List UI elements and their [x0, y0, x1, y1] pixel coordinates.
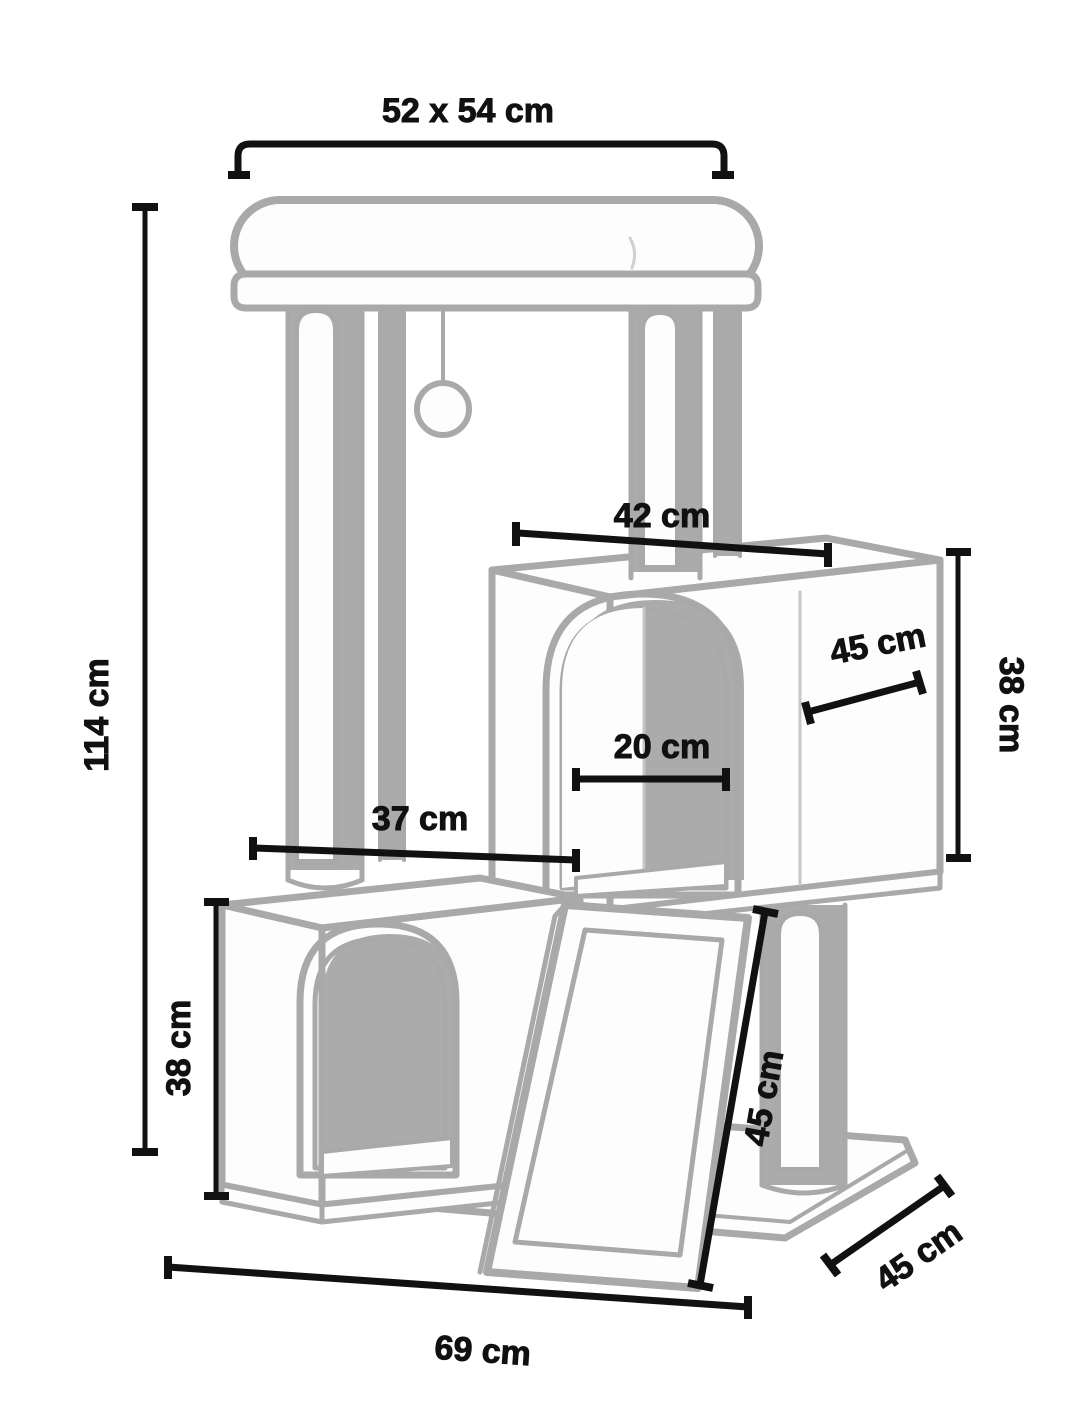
- dim-upper-condo-width: 42 cm: [512, 497, 832, 567]
- dim-top-platform: 52 x 54 cm: [228, 92, 734, 179]
- dim-lower-condo-height: 38 cm: [160, 898, 229, 1200]
- dim-label-upper-condo-height: 38 cm: [992, 657, 1030, 753]
- dim-label-upper-condo-opening: 20 cm: [614, 728, 710, 766]
- dim-label-base-width: 69 cm: [433, 1329, 532, 1374]
- upper-condo-box: [488, 534, 944, 927]
- dim-label-lower-condo-height: 38 cm: [160, 1000, 198, 1096]
- dim-label-upper-condo-width: 42 cm: [614, 497, 710, 535]
- dim-label-total-height: 114 cm: [78, 658, 116, 771]
- dim-label-lower-condo-width: 37 cm: [372, 800, 468, 838]
- dim-lower-condo-width: 37 cm: [249, 800, 580, 872]
- dimension-annotations: 52 x 54 cm 114 cm 42 cm 45 cm: [78, 92, 1031, 1374]
- dim-upper-condo-height: 38 cm: [946, 548, 1031, 862]
- top-cushion-bed: [230, 196, 763, 312]
- lower-condo-box: [218, 874, 584, 1225]
- dim-base-width: 69 cm: [164, 1256, 752, 1374]
- scratching-post-right-rear: [759, 902, 848, 1196]
- scratching-posts-upper: [285, 297, 742, 891]
- dim-total-height: 114 cm: [78, 203, 158, 1156]
- cat-tree-illustration: [216, 196, 944, 1292]
- dim-label-top-platform: 52 x 54 cm: [382, 92, 554, 130]
- hanging-ring-toy: [414, 306, 472, 438]
- dim-upper-condo-opening: 20 cm: [572, 728, 730, 791]
